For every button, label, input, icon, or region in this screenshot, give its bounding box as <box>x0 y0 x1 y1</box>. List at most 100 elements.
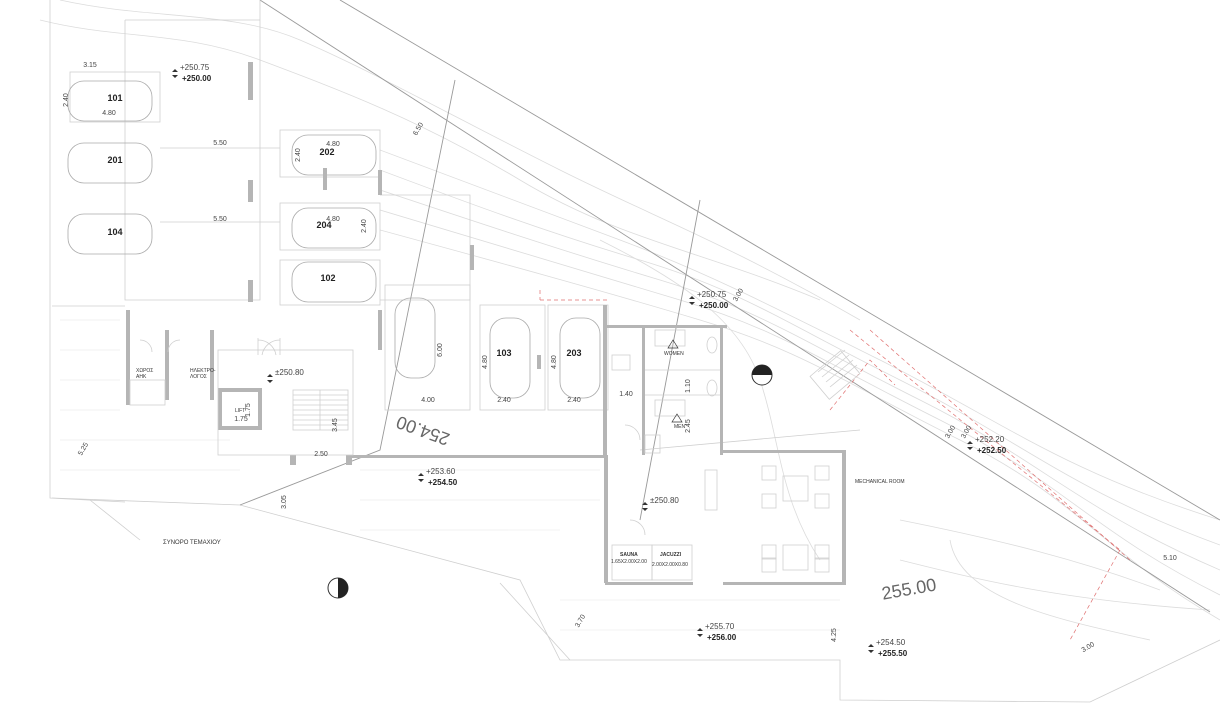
warning-icon <box>671 413 683 423</box>
dimension-label: 3.00 <box>960 425 973 440</box>
dimension-label: 2.40 <box>361 219 368 233</box>
level-icon <box>689 296 695 305</box>
level-marker: ±250.80 <box>267 368 304 383</box>
level-icon <box>868 644 874 653</box>
level-bottom: +250.00 <box>182 74 212 83</box>
dimension-label: 4.80 <box>326 141 340 148</box>
level-marker: +250.75 +250.00 <box>689 290 729 310</box>
level-bottom: +255.50 <box>878 649 908 658</box>
parking-number: 102 <box>320 273 335 283</box>
level-marker: +253.60 +254.50 <box>418 467 458 487</box>
dimension-labels: 3.15 2.40 4.80 5.50 4.80 2.40 5.50 4.80 2.40 6.50… <box>63 62 1177 654</box>
level-marker: ±250.80 <box>642 496 679 511</box>
terrain-level-label: 254.00 <box>394 412 453 450</box>
dimension-label: 2.40 <box>63 93 70 107</box>
level-top: +255.70 <box>705 622 735 631</box>
terrain-level-label: 255.00 <box>880 574 938 603</box>
parking-number: 101 <box>107 93 122 103</box>
furniture <box>761 465 830 573</box>
warning-icon <box>667 339 679 349</box>
dimension-label: 5.50 <box>213 140 227 147</box>
level-icon <box>642 502 648 511</box>
level-top: ±250.80 <box>275 368 304 377</box>
level-top: +253.60 <box>426 467 456 476</box>
wc-area <box>611 329 720 581</box>
level-marker: +250.75 +250.00 <box>172 63 212 83</box>
paving-pattern <box>60 319 840 631</box>
dimension-label: 2.50 <box>314 451 328 458</box>
jacuzzi-label: JACUZZI <box>660 552 682 558</box>
dimension-label: 3.00 <box>732 288 745 303</box>
level-marker: +254.50 +255.50 <box>868 638 908 658</box>
dimension-label: 3.00 <box>1081 641 1096 654</box>
level-icon <box>172 69 178 78</box>
sauna-label: SAUNA <box>620 552 638 558</box>
stairs <box>292 349 861 431</box>
level-icon <box>418 473 424 482</box>
dimension-label: 2.40 <box>295 148 302 162</box>
parking-number: 204 <box>316 220 331 230</box>
dimension-label: 4.25 <box>831 628 838 642</box>
level-bottom: +250.00 <box>699 301 729 310</box>
wc-men-label: MEN <box>674 424 686 430</box>
dimension-label: 4.80 <box>551 355 558 369</box>
dimension-label: 1.10 <box>685 379 692 393</box>
dimension-label: 4.80 <box>482 355 489 369</box>
dimension-label: 3.05 <box>281 495 288 509</box>
dimension-label: 3.45 <box>332 418 339 432</box>
parking-labels: 101 201 104 202 204 102 103 203 <box>107 93 581 358</box>
parking-bays <box>52 71 609 411</box>
terrain-contours <box>39 0 1220 641</box>
section-marker-south <box>327 577 349 599</box>
jacuzzi-dim: 2.00X2.00X0.80 <box>652 562 688 568</box>
parking-number: 201 <box>107 155 122 165</box>
parking-number: 104 <box>107 227 122 237</box>
walls <box>126 62 846 585</box>
dimension-label: 6.00 <box>437 343 444 357</box>
level-bottom: +254.50 <box>428 478 458 487</box>
level-bottom: +256.00 <box>707 633 737 642</box>
dimension-label: 4.80 <box>326 216 340 223</box>
room-label-elec: ΗΛΕΚΤΡΟ-ΛΟΓΟΣ <box>190 368 216 380</box>
big-level-labels: 254.00 255.00 <box>394 412 938 604</box>
dimension-label: 2.40 <box>497 397 511 404</box>
dimension-label: 5.10 <box>1163 555 1177 562</box>
dimension-label: 3.70 <box>574 614 587 629</box>
level-top: +254.50 <box>876 638 906 647</box>
level-labels: +250.75 +250.00 +250.75 +250.00 ±250.80 +253.… <box>172 63 1007 658</box>
dimension-label: 3.15 <box>83 62 97 69</box>
cars <box>67 80 601 399</box>
level-marker: +252.20+252.50 <box>967 435 1007 455</box>
core-rooms <box>129 338 354 456</box>
dimension-label: 1.75 <box>234 416 248 423</box>
dimension-label: 1.75 <box>245 403 252 417</box>
red-dashed-lines <box>539 290 1131 641</box>
level-icon <box>967 441 973 450</box>
dimension-label: 2.40 <box>567 397 581 404</box>
wc-women-label: WOMEN <box>664 351 684 357</box>
level-icon <box>697 628 703 637</box>
dimension-label: 4.00 <box>421 397 435 404</box>
section-marker-east <box>751 364 773 386</box>
parking-number: 203 <box>566 348 581 358</box>
boundary-label: ΣΥΝΟΡΟ ΤΕΜΑΧΙΟΥ <box>163 540 221 546</box>
mechanical-room-label: MECHANICAL ROOM <box>855 479 905 485</box>
level-top: +250.75 <box>180 63 210 72</box>
dimension-label: 5.50 <box>213 216 227 223</box>
dimension-label: 6.50 <box>412 122 425 137</box>
level-top: ±250.80 <box>650 496 679 505</box>
dimension-label: 1.40 <box>619 391 633 398</box>
plot-outline <box>49 0 1220 703</box>
dimension-label: 4.80 <box>102 110 116 117</box>
parking-number: 202 <box>319 147 334 157</box>
sauna-dim: 1.65X2.00X2.00 <box>611 559 647 565</box>
level-marker: +255.70 +256.00 <box>697 622 737 642</box>
level-top: +250.75 <box>697 290 727 299</box>
level-bottom: +252.50 <box>977 446 1007 455</box>
dimension-label: 2.45 <box>685 419 692 433</box>
lift-label: LIFT <box>235 408 245 414</box>
level-icon <box>267 374 273 383</box>
parking-number: 103 <box>496 348 511 358</box>
